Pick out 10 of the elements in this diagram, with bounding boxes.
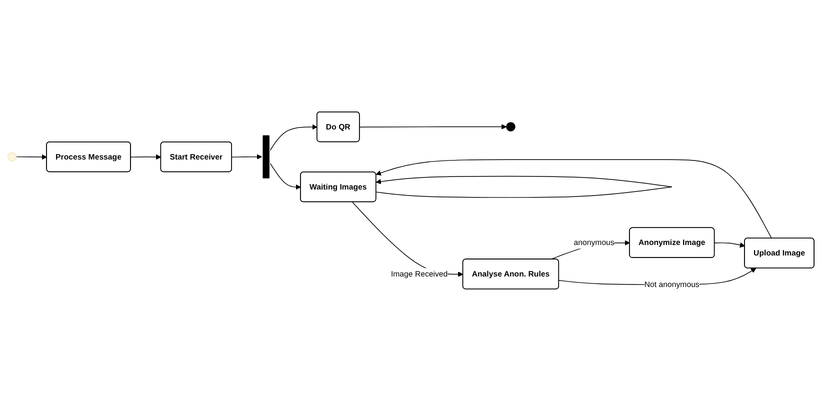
arrow xyxy=(130,154,162,160)
arrow xyxy=(376,160,772,240)
arrow xyxy=(359,124,507,130)
node-circle xyxy=(8,152,17,162)
arrow xyxy=(232,154,262,160)
arrow xyxy=(376,176,672,198)
arrow xyxy=(270,163,302,190)
arrow xyxy=(270,124,318,151)
arrow xyxy=(16,154,48,160)
arrow xyxy=(714,242,746,248)
